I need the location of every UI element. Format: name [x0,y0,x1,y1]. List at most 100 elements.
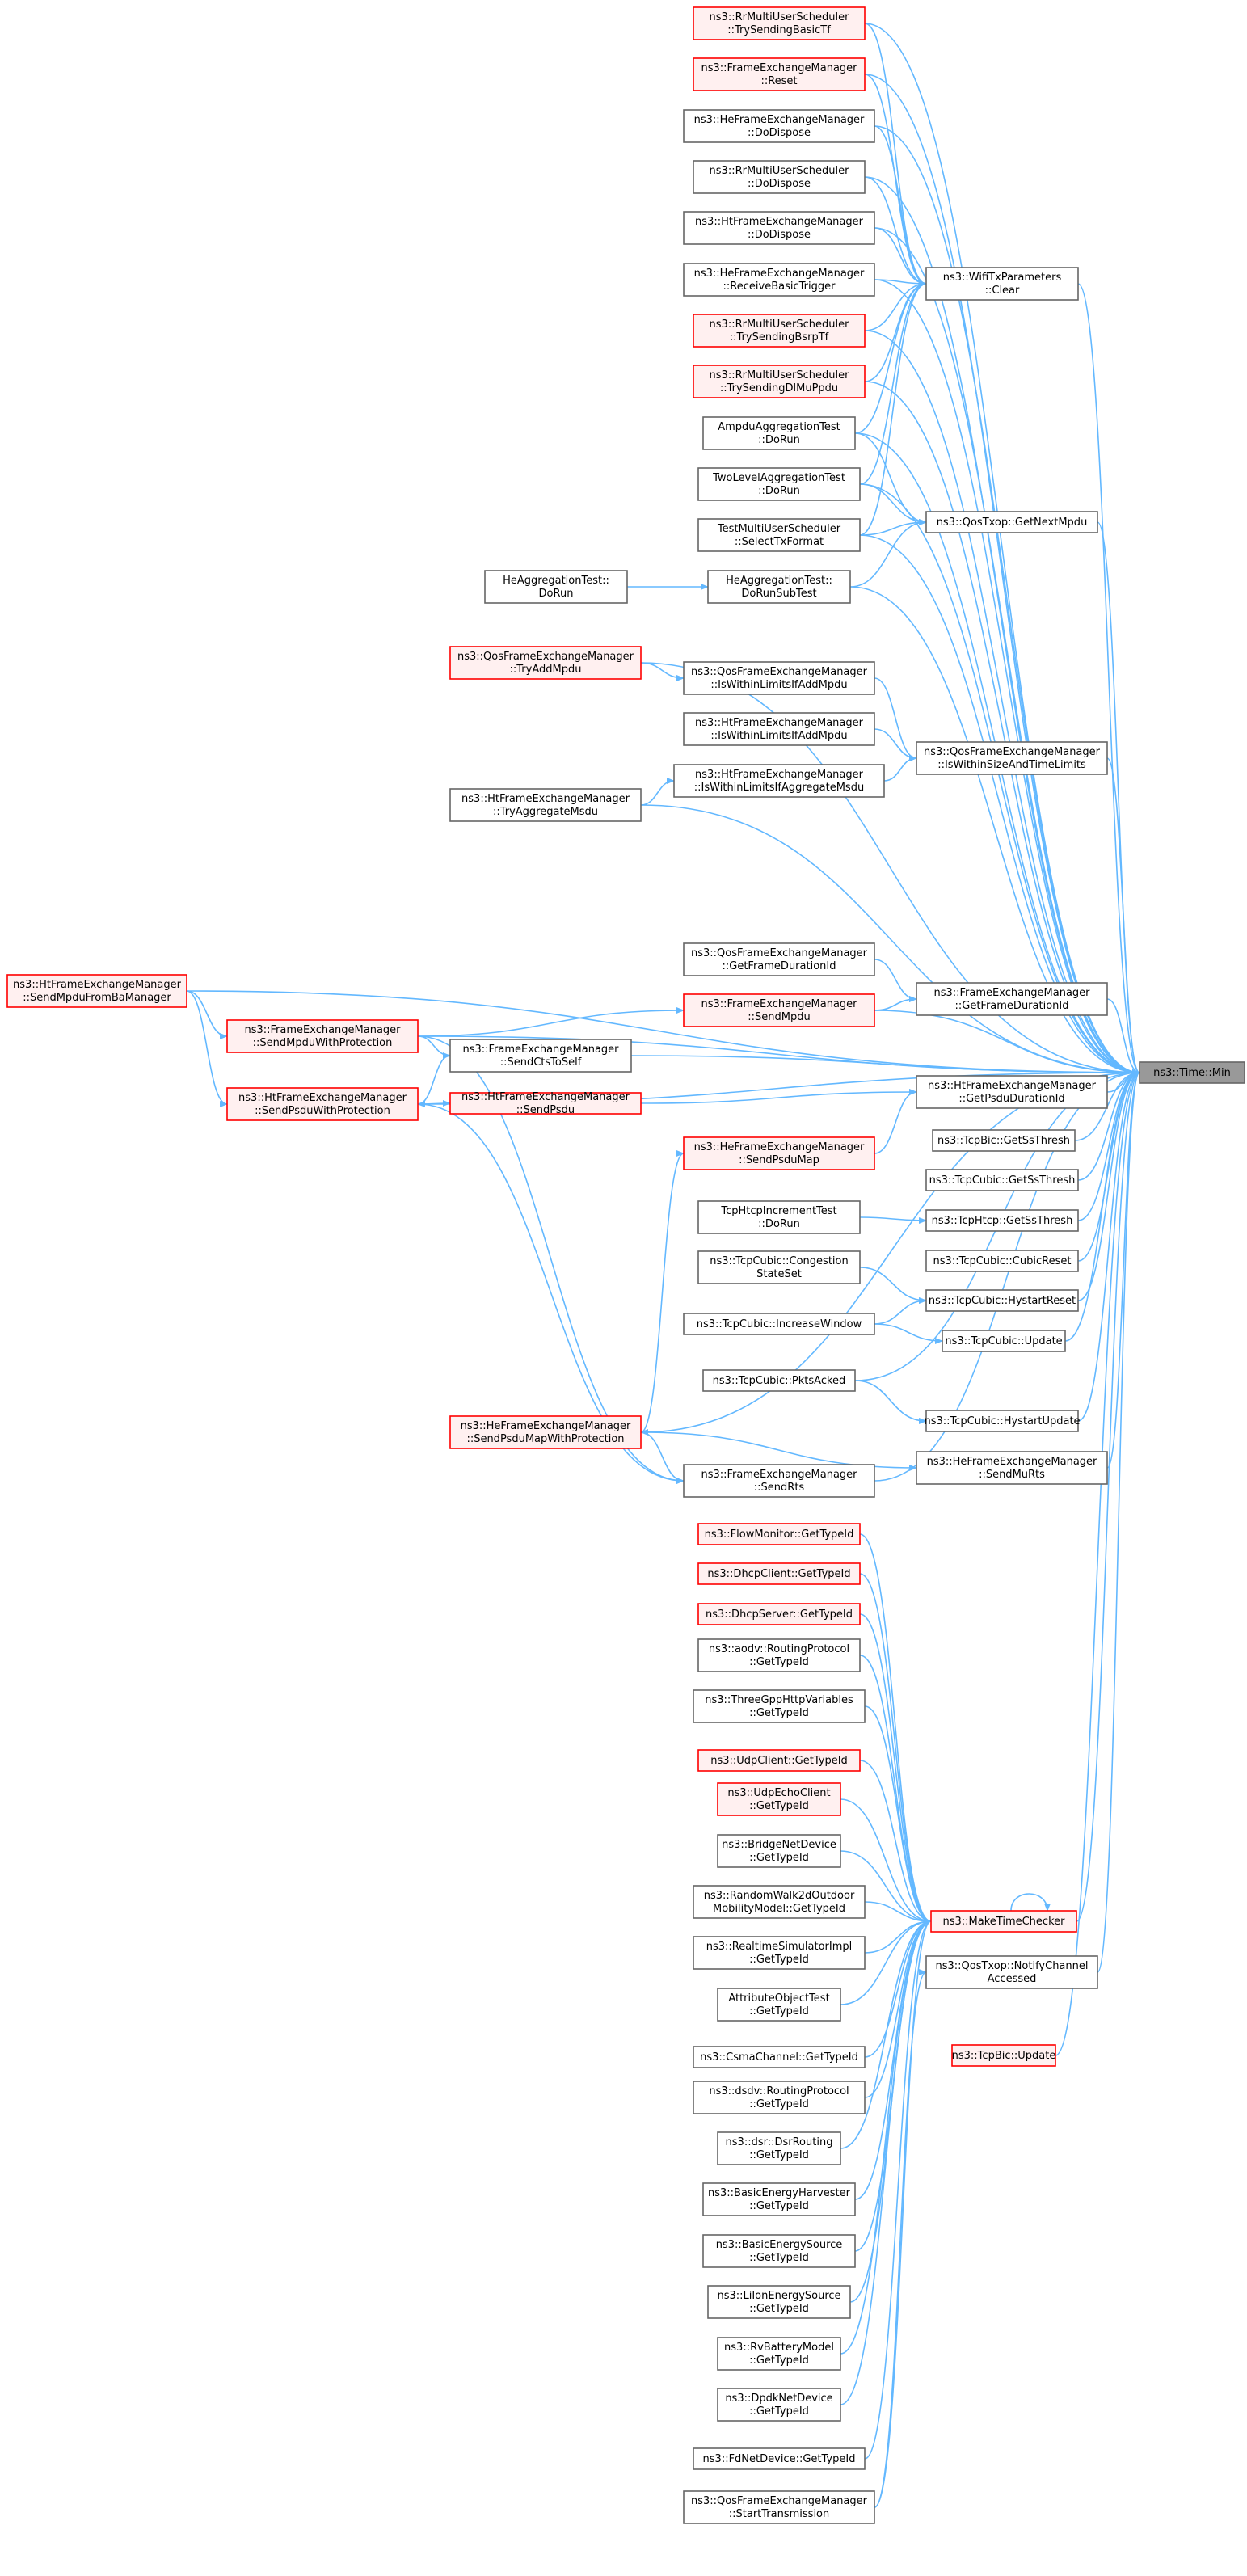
node-box [697,1250,861,1284]
function-node[interactable]: ns3::HeFrameExchangeManager::ReceiveBasi… [683,263,875,297]
node-box [683,993,875,1027]
function-node[interactable]: ns3::HeFrameExchangeManager::SendPsduMap… [449,1415,642,1449]
node-label: ns3::BridgeNetDevice [722,1839,836,1851]
function-node[interactable]: ns3::RvBatteryModel::GetTypeId [717,2337,841,2371]
node-label: ns3::QosFrameExchangeManager [924,746,1101,758]
node-label: ns3::dsdv::RoutingProtocol [709,2085,849,2097]
function-node[interactable]: ns3::QosFrameExchangeManager::StartTrans… [683,2490,875,2524]
root-node[interactable]: ns3::Time::Min [1139,1061,1245,1084]
function-node[interactable]: ns3::HtFrameExchangeManager::IsWithinLim… [683,712,875,746]
function-node[interactable]: ns3::HeFrameExchangeManager::DoDispose [683,109,875,143]
function-node[interactable]: ns3::FrameExchangeManager::SendMpduWithP… [226,1019,419,1053]
call-edge [640,662,685,681]
node-label: ns3::QosFrameExchangeManager [691,947,868,959]
function-node[interactable]: ns3::CsmaChannel::GetTypeId [693,2046,866,2068]
function-node[interactable]: ns3::RrMultiUserScheduler::TrySendingBas… [693,6,866,40]
node-label: ns3::RrMultiUserScheduler [710,11,850,23]
function-node[interactable]: HeAggregationTest::DoRunSubTest [707,570,851,604]
function-node[interactable]: ns3::aodv::RoutingProtocol::GetTypeId [697,1638,861,1672]
function-node[interactable]: ns3::TcpCubic::Update [942,1330,1066,1352]
node-box [942,1330,1066,1352]
function-node[interactable]: AttributeObjectTest::GetTypeId [717,1988,841,2022]
function-node[interactable]: ns3::TcpCubic::HystartUpdate [924,1410,1081,1432]
function-node[interactable]: ns3::HtFrameExchangeManager::TryAggregat… [449,788,642,822]
node-label: ns3::CsmaChannel::GetTypeId [700,2051,858,2064]
function-node[interactable]: ns3::HtFrameExchangeManager::SendPsdu [449,1091,642,1116]
function-node[interactable]: ns3::dsr::DsrRouting::GetTypeId [717,2131,841,2165]
function-node[interactable]: ns3::DhcpClient::GetTypeId [697,1562,861,1585]
node-label: ns3::HtFrameExchangeManager [238,1092,407,1104]
function-node[interactable]: ns3::TcpCubic::GetSsThresh [925,1169,1079,1191]
function-node[interactable]: ns3::QosTxop::GetNextMpdu [925,511,1098,533]
function-node[interactable]: ns3::TcpCubic::IncreaseWindow [683,1313,875,1335]
function-node[interactable]: ns3::FrameExchangeManager::Reset [693,57,866,91]
function-node[interactable]: ns3::UdpEchoClient::GetTypeId [717,1782,841,1816]
function-node[interactable]: ns3::BridgeNetDevice::GetTypeId [717,1834,841,1868]
node-box [932,1129,1076,1152]
function-node[interactable]: ns3::FrameExchangeManager::SendMpdu [683,993,875,1027]
function-node[interactable]: ns3::RandomWalk2dOutdoorMobilityModel::G… [693,1885,866,1919]
function-node[interactable]: ns3::RealtimeSimulatorImpl::GetTypeId [693,1936,866,1970]
node-box [683,712,875,746]
call-edge [1076,1069,1140,1922]
function-node[interactable]: TcpHtcpIncrementTest::DoRun [697,1200,861,1234]
call-edge [883,755,917,782]
function-node[interactable]: ns3::MakeTimeChecker [930,1910,1077,1933]
function-node[interactable]: ns3::FrameExchangeManager::SendCtsToSelf [449,1039,632,1073]
function-node[interactable]: ns3::ThreeGppHttpVariables::GetTypeId [693,1689,866,1723]
function-node[interactable]: ns3::TcpCubic::PktsAcked [702,1369,856,1392]
function-node[interactable]: ns3::FlowMonitor::GetTypeId [697,1523,861,1545]
node-label: ns3::HeFrameExchangeManager [694,114,865,126]
function-node[interactable]: ns3::HtFrameExchangeManager::GetPsduDura… [916,1075,1108,1109]
node-label: ::GetTypeId [749,1656,809,1668]
function-node[interactable]: ns3::WifiTxParameters::Clear [925,267,1079,301]
function-node[interactable]: ns3::HtFrameExchangeManager::DoDispose [683,211,875,245]
function-node[interactable]: ns3::HtFrameExchangeManager::SendPsduWit… [226,1087,419,1121]
call-edge [864,1918,932,2460]
function-node[interactable]: ns3::QosFrameExchangeManager::GetFrameDu… [683,942,875,976]
node-label: ::GetFrameDurationId [723,960,836,972]
function-node[interactable]: ns3::QosFrameExchangeManager::TryAddMpdu [449,646,642,680]
function-node[interactable]: ns3::HtFrameExchangeManager::IsWithinLim… [673,764,885,798]
function-node[interactable]: ns3::HtFrameExchangeManager::SendMpduFro… [6,974,187,1008]
function-node[interactable]: TwoLevelAggregationTest::DoRun [697,467,861,501]
function-node[interactable]: ns3::HeFrameExchangeManager::SendMuRts [916,1451,1108,1485]
node-label: ::IsWithinLimitsIfAddMpdu [710,730,847,742]
call-edge [859,1760,932,1925]
function-node[interactable]: ns3::BasicEnergyHarvester::GetTypeId [702,2182,856,2216]
function-node[interactable]: ns3::DpdkNetDevice::GetTypeId [717,2388,841,2422]
function-node[interactable]: ns3::RrMultiUserScheduler::TrySendingBsr… [693,314,866,348]
function-node[interactable]: ns3::UdpClient::GetTypeId [697,1749,861,1772]
function-node[interactable]: ns3::TcpCubic::HystartReset [925,1289,1079,1312]
function-node[interactable]: AmpduAggregationTest::DoRun [702,416,856,450]
function-node[interactable]: ns3::LiIonEnergySource::GetTypeId [707,2285,851,2319]
function-node[interactable]: HeAggregationTest::DoRun [484,570,628,604]
function-node[interactable]: ns3::DhcpServer::GetTypeId [697,1603,861,1625]
function-node[interactable]: ns3::BasicEnergySource::GetTypeId [702,2234,856,2268]
call-edge [186,990,228,1039]
function-node[interactable]: ns3::TcpHtcp::GetSsThresh [925,1209,1079,1232]
function-node[interactable]: ns3::HeFrameExchangeManager::SendPsduMap [683,1136,875,1170]
node-box [226,1087,419,1121]
function-node[interactable]: ns3::RrMultiUserScheduler::TrySendingDlM… [693,365,866,398]
function-node[interactable]: ns3::FrameExchangeManager::GetFrameDurat… [916,982,1108,1016]
function-node[interactable]: ns3::TcpBic::GetSsThresh [932,1129,1076,1152]
function-node[interactable]: ns3::dsdv::RoutingProtocol::GetTypeId [693,2081,866,2114]
call-edge [854,280,927,434]
function-node[interactable]: ns3::FdNetDevice::GetTypeId [693,2447,866,2470]
function-node[interactable]: ns3::QosFrameExchangeManager::IsWithinLi… [683,661,875,695]
node-label: ns3::dsr::DsrRouting [726,2136,833,2148]
function-node[interactable]: ns3::TcpBic::Update [951,2044,1056,2067]
node-label: ns3::QosFrameExchangeManager [691,2495,868,2507]
function-node[interactable]: ns3::FrameExchangeManager::SendRts [683,1464,875,1498]
call-edge [874,227,927,287]
function-node[interactable]: ns3::TcpCubic::CubicReset [925,1250,1079,1272]
node-box [449,1415,642,1449]
node-label: ns3::TcpCubic::IncreaseWindow [697,1318,862,1330]
function-node[interactable]: ns3::QosFrameExchangeManager::IsWithinSi… [916,741,1108,775]
function-node[interactable]: ns3::RrMultiUserScheduler::DoDispose [693,160,866,194]
function-node[interactable]: TestMultiUserScheduler::SelectTxFormat [697,518,861,552]
call-edge [417,1055,451,1107]
